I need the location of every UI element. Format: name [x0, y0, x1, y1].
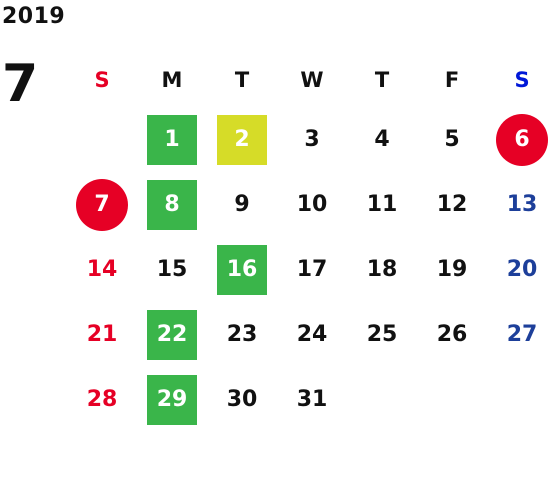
calendar-day[interactable]: 1 — [137, 107, 207, 172]
calendar-day[interactable]: 28 — [67, 367, 137, 432]
day-number: 4 — [374, 127, 390, 152]
calendar-day[interactable]: 20 — [487, 237, 548, 302]
day-number: 25 — [366, 322, 398, 347]
day-number: 24 — [296, 322, 328, 347]
weekday-header-tue: T — [234, 67, 250, 92]
calendar-day[interactable]: 21 — [67, 302, 137, 367]
calendar-day[interactable]: 19 — [417, 237, 487, 302]
calendar-day[interactable]: 8 — [137, 172, 207, 237]
day-number: 17 — [296, 257, 328, 282]
day-number: 10 — [296, 192, 328, 217]
day-number: 16 — [217, 244, 267, 295]
day-number: 14 — [86, 257, 118, 282]
calendar-day[interactable]: 30 — [207, 367, 277, 432]
calendar-empty-cell — [487, 367, 548, 432]
calendar-empty-cell — [417, 367, 487, 432]
weekday-header-wed: W — [300, 67, 324, 92]
day-number — [427, 375, 477, 425]
calendar-day[interactable]: 25 — [347, 302, 417, 367]
day-number: 23 — [226, 322, 258, 347]
calendar-day[interactable]: 31 — [277, 367, 347, 432]
calendar-day[interactable]: 15 — [137, 237, 207, 302]
day-number: 26 — [436, 322, 468, 347]
day-number: 13 — [506, 192, 538, 217]
calendar-day[interactable]: 29 — [137, 367, 207, 432]
calendar-day[interactable]: 13 — [487, 172, 548, 237]
calendar-day[interactable]: 24 — [277, 302, 347, 367]
calendar-day[interactable]: 17 — [277, 237, 347, 302]
day-number — [497, 375, 547, 425]
calendar-day[interactable]: 10 — [277, 172, 347, 237]
day-number: 8 — [147, 179, 197, 230]
day-number — [357, 375, 407, 425]
calendar-month: 7 — [2, 54, 39, 114]
day-number: 19 — [436, 257, 468, 282]
calendar-day[interactable]: 3 — [277, 107, 347, 172]
weekday-header-mon: M — [161, 67, 183, 92]
day-number: 2 — [217, 114, 267, 165]
weekday-header-thu: T — [374, 67, 390, 92]
calendar-day[interactable]: 12 — [417, 172, 487, 237]
day-number: 6 — [496, 113, 548, 166]
calendar-day[interactable]: 5 — [417, 107, 487, 172]
day-number — [77, 115, 127, 165]
calendar-day[interactable]: 14 — [67, 237, 137, 302]
day-number: 20 — [506, 257, 538, 282]
day-number: 31 — [296, 387, 328, 412]
day-number: 7 — [76, 178, 128, 231]
day-number: 3 — [304, 127, 320, 152]
day-number: 30 — [226, 387, 258, 412]
calendar-day[interactable]: 9 — [207, 172, 277, 237]
day-number: 28 — [86, 387, 118, 412]
day-number: 29 — [147, 374, 197, 425]
calendar-day[interactable]: 22 — [137, 302, 207, 367]
calendar-day[interactable]: 6 — [487, 107, 548, 172]
day-number: 11 — [366, 192, 398, 217]
day-number: 9 — [234, 192, 250, 217]
calendar-day[interactable]: 7 — [67, 172, 137, 237]
day-number: 12 — [436, 192, 468, 217]
weekday-header-fri: F — [444, 67, 460, 92]
calendar-day[interactable]: 4 — [347, 107, 417, 172]
calendar-day[interactable]: 18 — [347, 237, 417, 302]
calendar-empty-cell — [67, 107, 137, 172]
calendar-day[interactable]: 23 — [207, 302, 277, 367]
day-number: 18 — [366, 257, 398, 282]
day-number: 27 — [506, 322, 538, 347]
weekday-header-sat: S — [514, 67, 530, 92]
day-number: 22 — [147, 309, 197, 360]
day-number: 15 — [156, 257, 188, 282]
calendar-empty-cell — [347, 367, 417, 432]
calendar-day[interactable]: 2 — [207, 107, 277, 172]
calendar-day[interactable]: 26 — [417, 302, 487, 367]
calendar-day[interactable]: 11 — [347, 172, 417, 237]
calendar-day[interactable]: 27 — [487, 302, 548, 367]
day-number: 1 — [147, 114, 197, 165]
calendar-day[interactable]: 16 — [207, 237, 277, 302]
day-number: 5 — [444, 127, 460, 152]
day-number: 21 — [86, 322, 118, 347]
weekday-header-sun: S — [94, 67, 110, 92]
calendar-year: 2019 — [2, 4, 66, 29]
